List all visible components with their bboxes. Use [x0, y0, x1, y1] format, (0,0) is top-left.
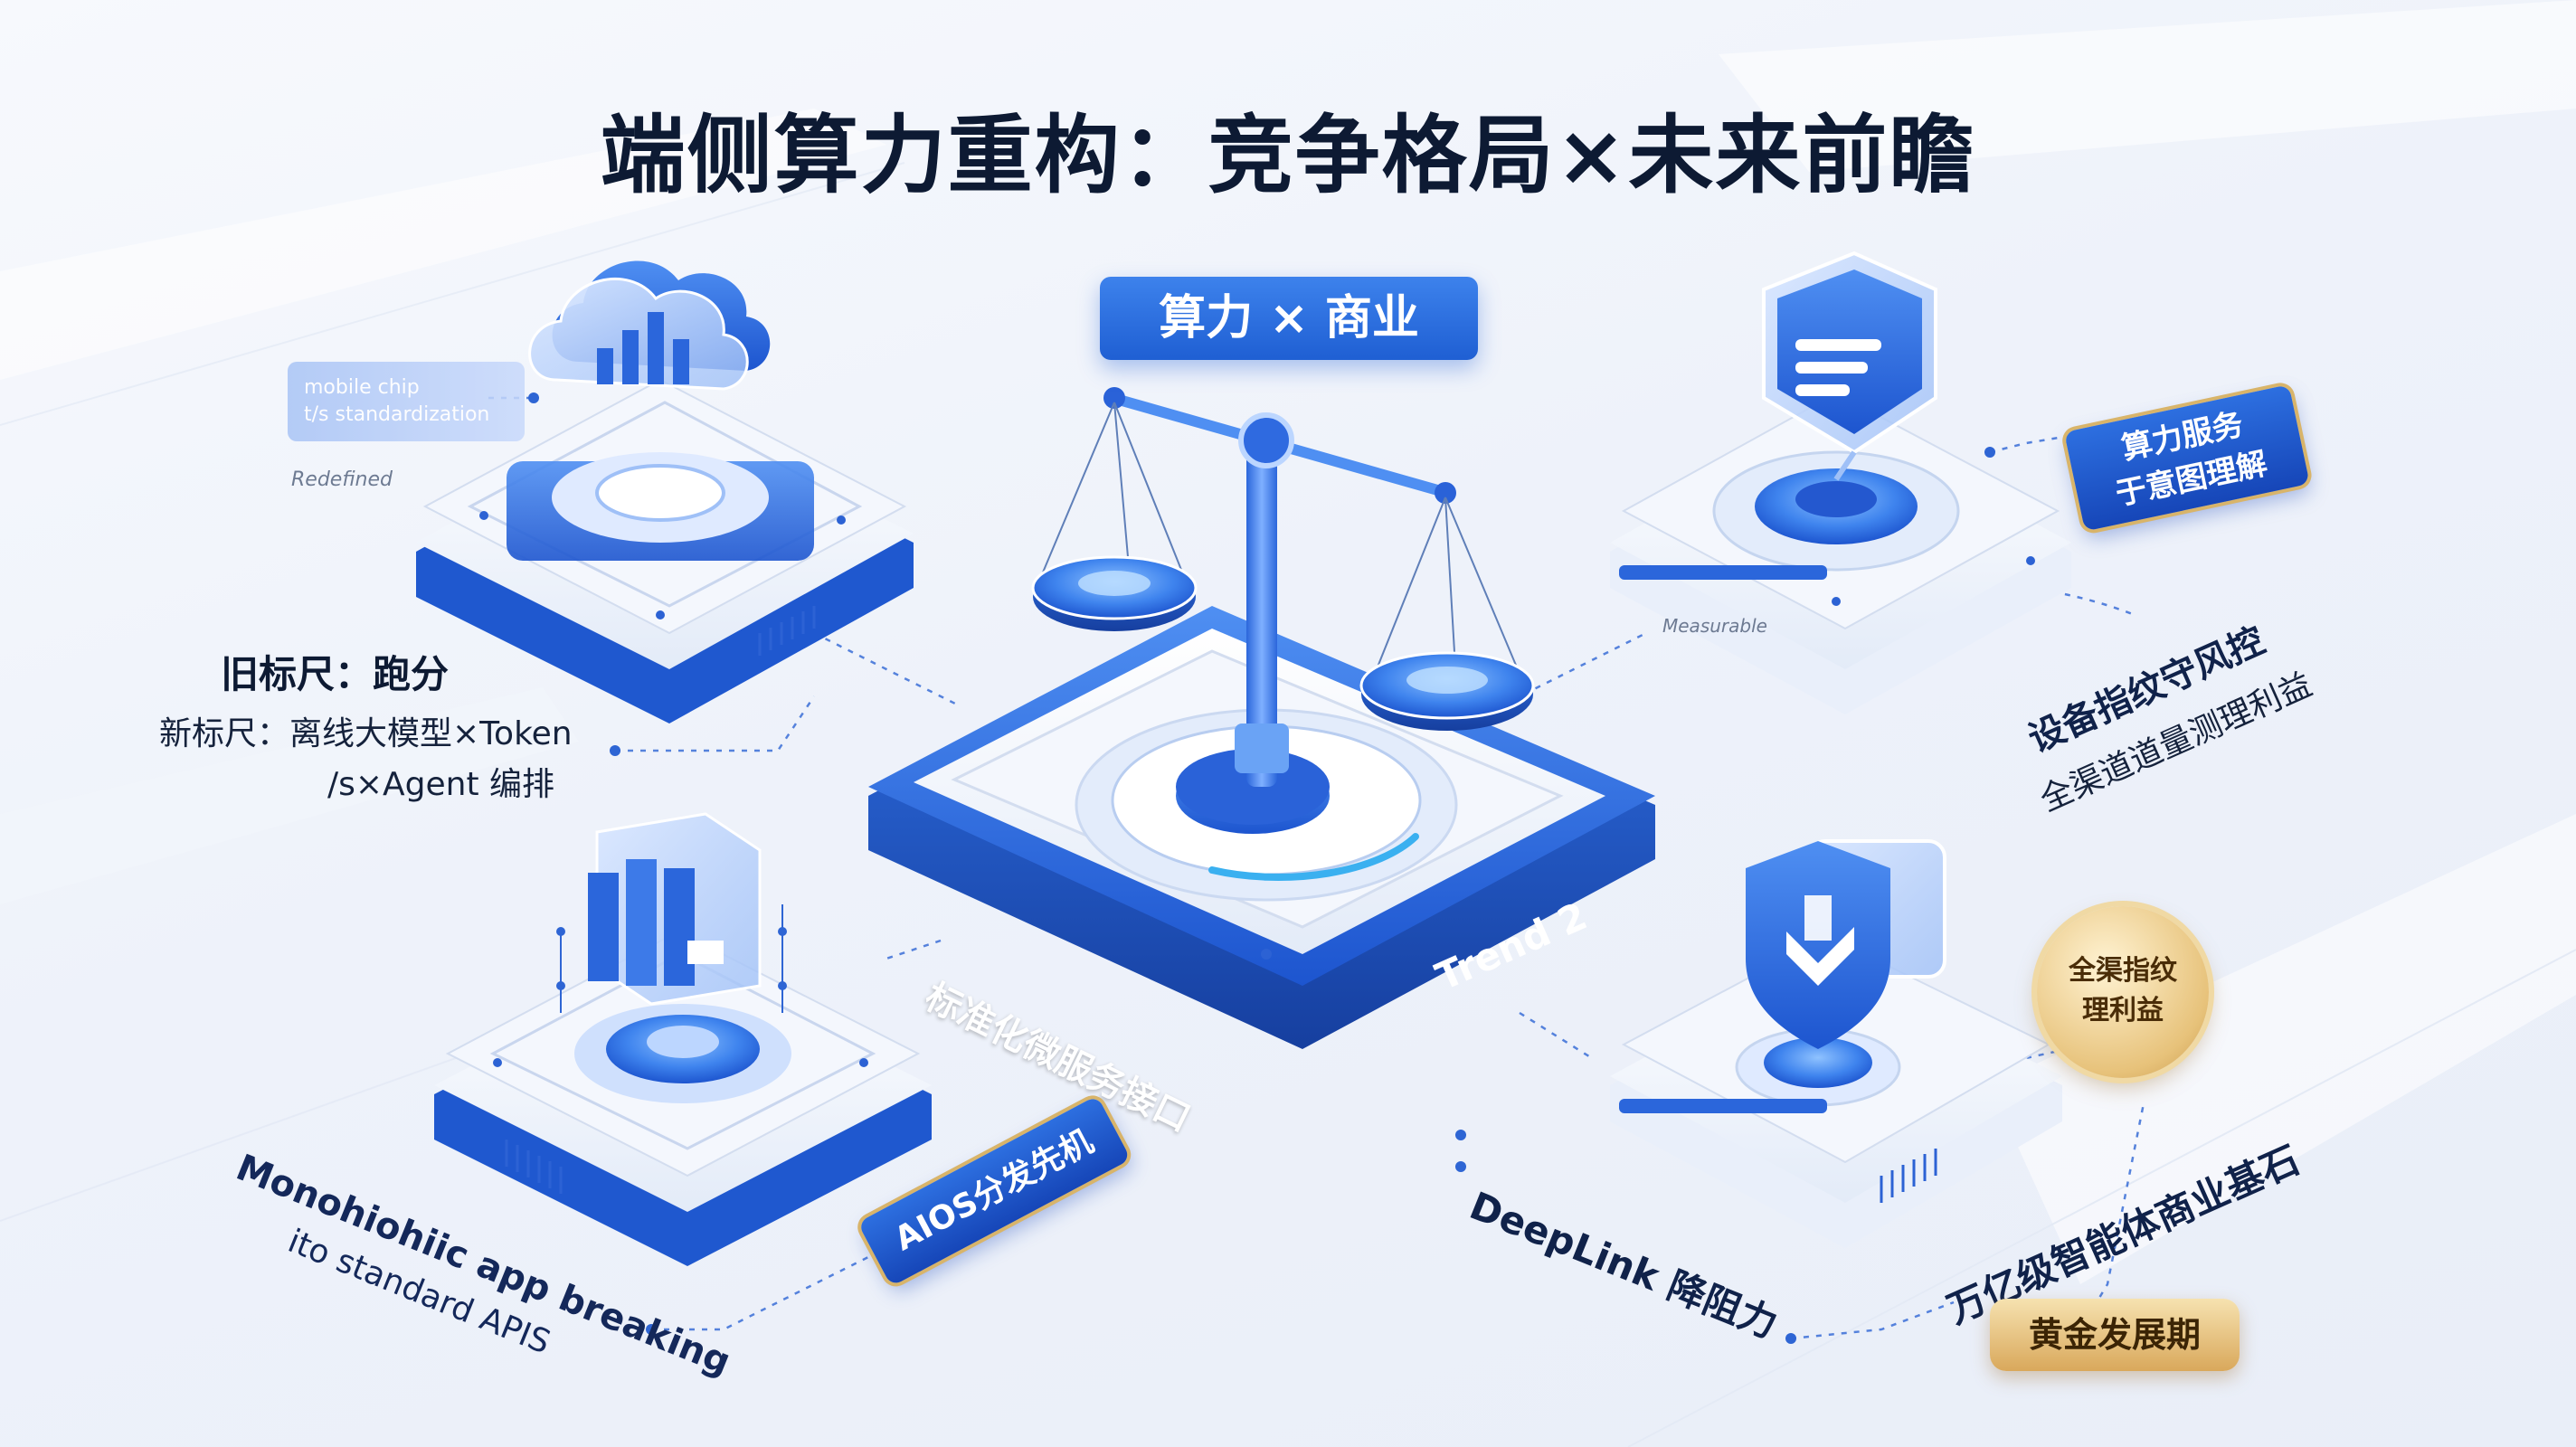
modular-blocks-icon — [556, 812, 787, 1013]
mobile-chip-badge-line2: t/s standardization — [304, 403, 490, 426]
connector-dots — [528, 392, 1995, 1344]
balance-scale-icon — [1031, 387, 1535, 787]
measurable-device-label: Measurable — [1662, 615, 1767, 637]
new-metric-line1: 新标尺：离线大模型×Token — [159, 715, 573, 752]
medal-line1: 全渠指纹 — [2069, 955, 2177, 987]
cloud-chart-icon — [528, 260, 771, 391]
medal-line2: 理利益 — [2082, 995, 2164, 1026]
new-metric-line2: /s×Agent 编排 — [327, 766, 555, 803]
golden-period-tag: 黄金发展期 — [1990, 1299, 2240, 1371]
shield-download-icon — [1746, 839, 1946, 1049]
mobile-chip-badge: mobile chip t/s standardization — [288, 362, 525, 441]
center-theme-pill: 算力 × 商业 — [1100, 277, 1478, 360]
mobile-chip-badge-line1: mobile chip — [304, 376, 420, 399]
top-left-platform — [416, 378, 914, 724]
redefined-subtext: Redefined — [291, 468, 393, 491]
top-right-platform — [1610, 392, 2071, 714]
shield-list-icon — [1762, 251, 1937, 481]
bottom-left-platform — [434, 930, 932, 1266]
page-title: 端侧算力重构：竞争格局×未来前瞻 — [600, 107, 1976, 205]
old-metric-label: 旧标尺：跑分 — [221, 652, 450, 696]
omnichannel-fingerprint-medal: 全渠指纹 理利益 — [2037, 906, 2209, 1078]
